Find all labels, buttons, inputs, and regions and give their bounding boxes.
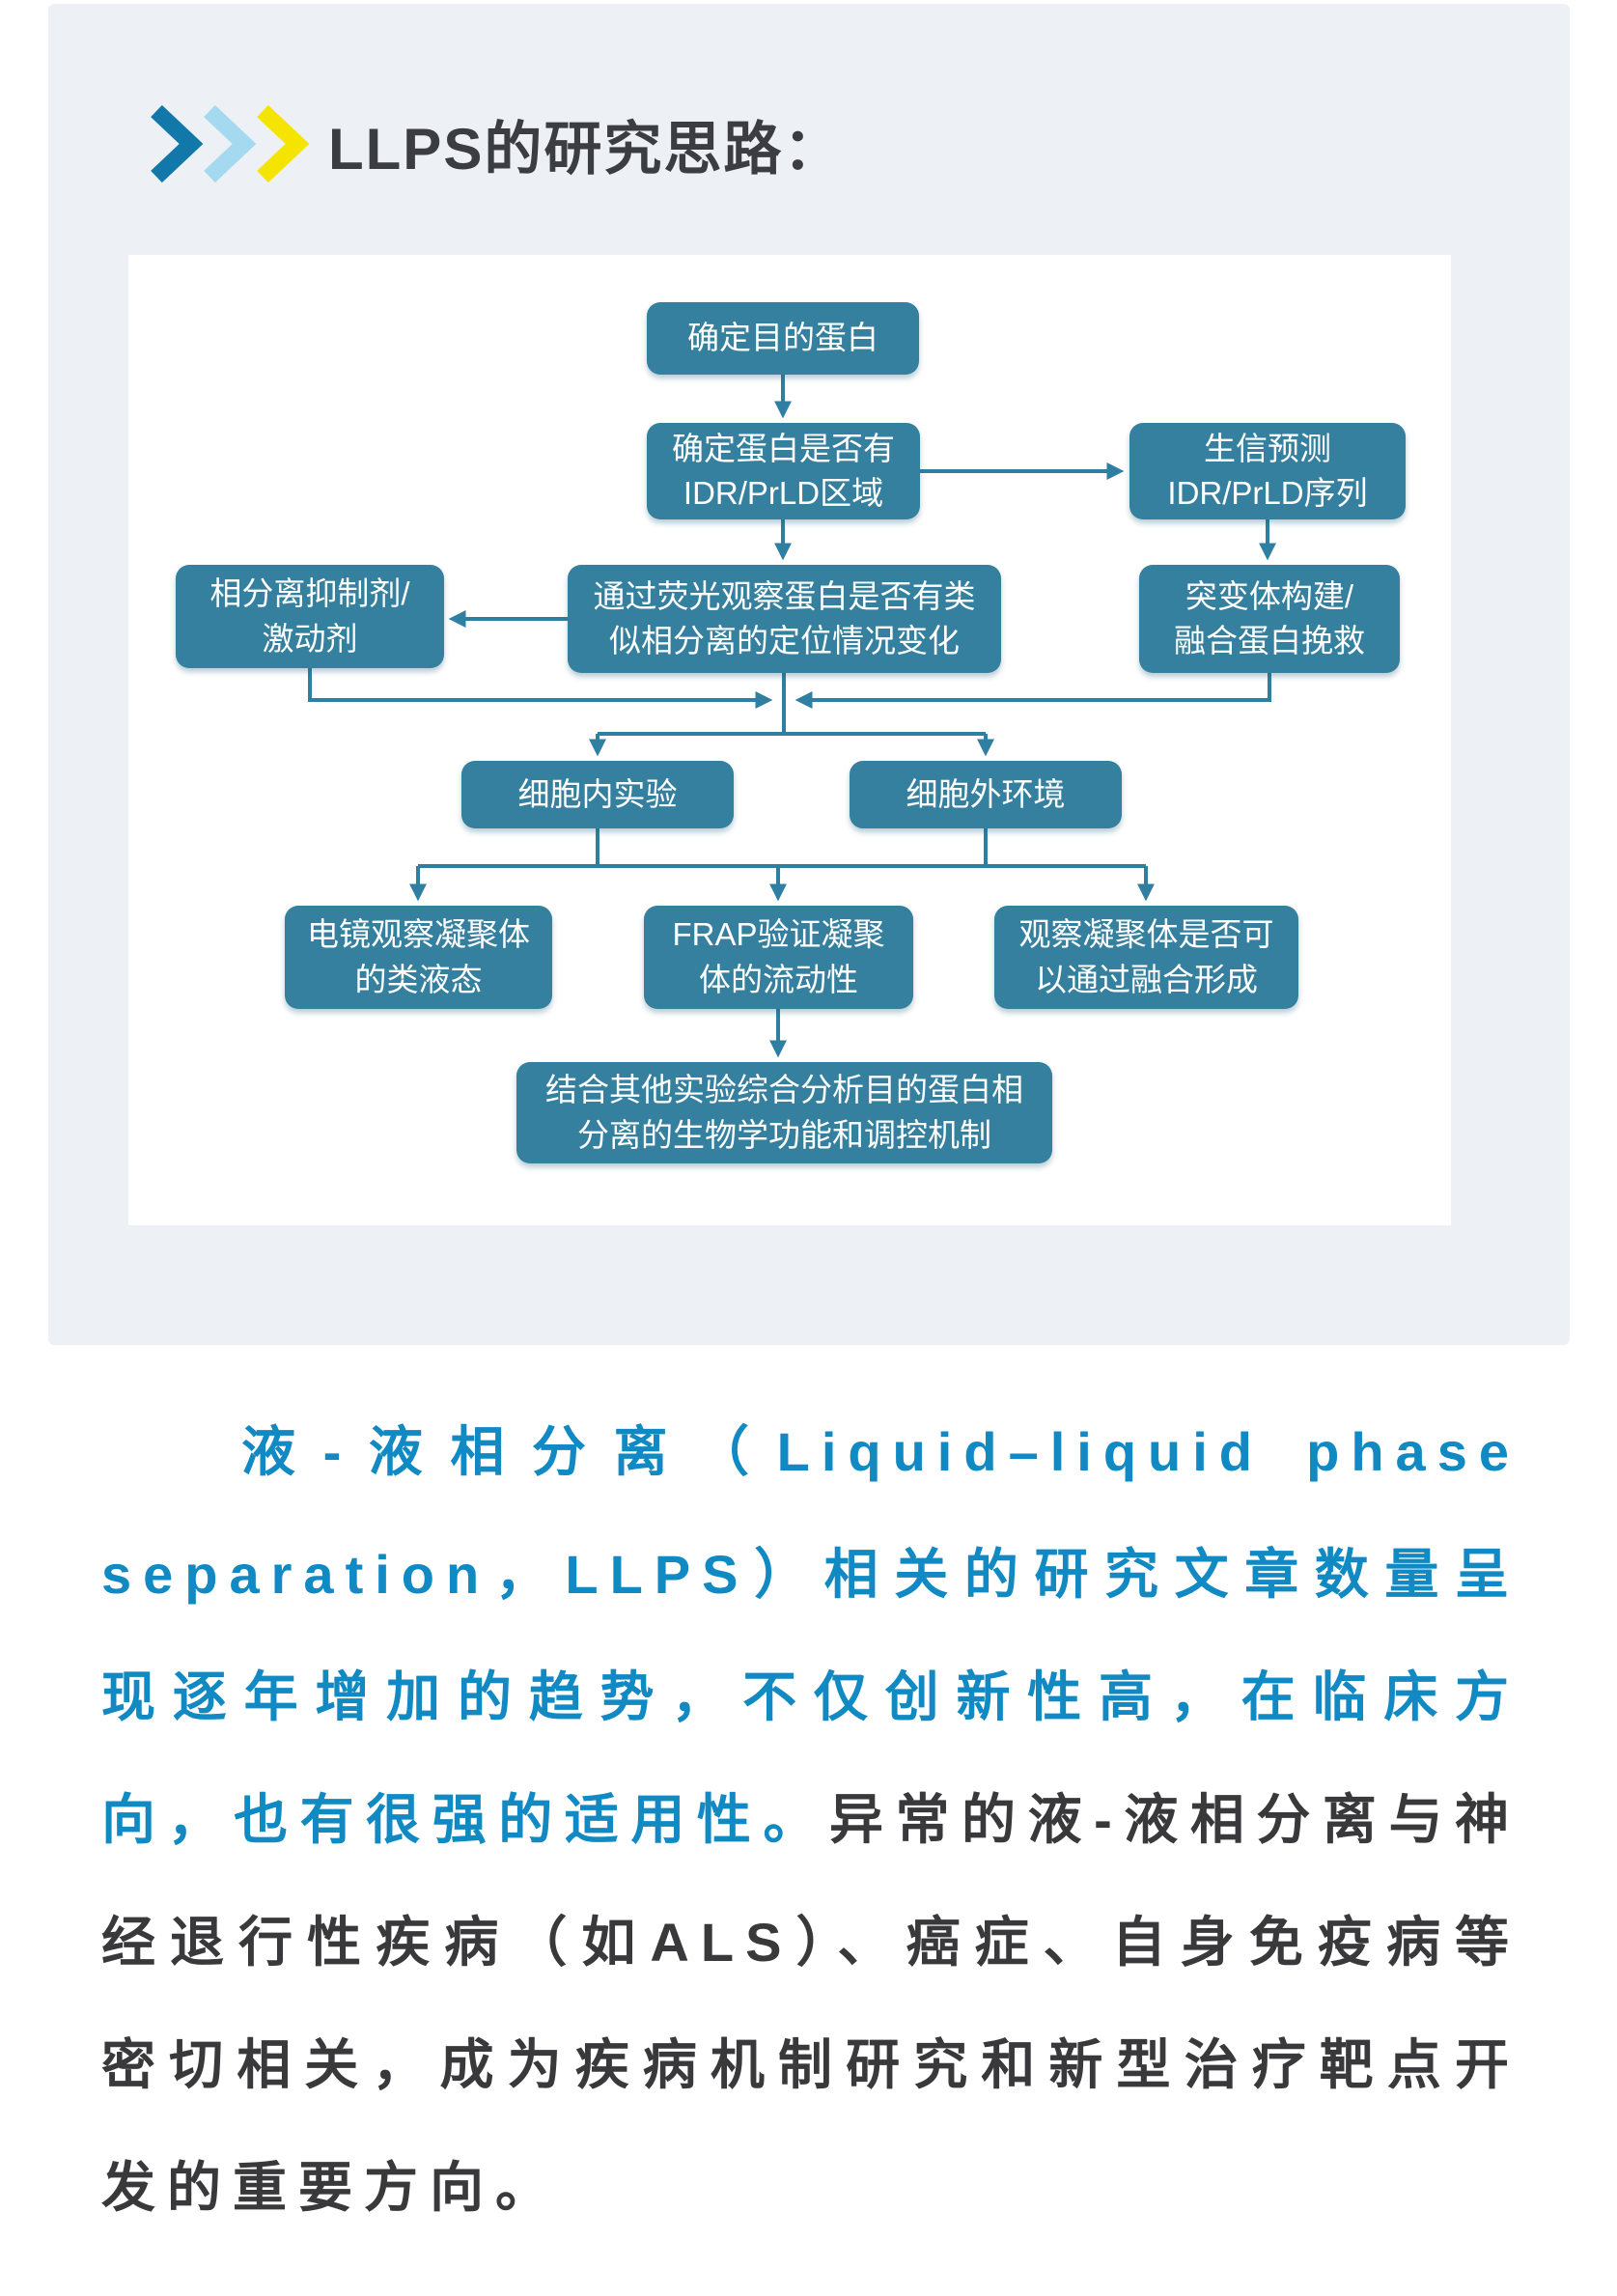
body-paragraph: 液-液相分离（Liquid–liquid phase separation，LL… — [101, 1390, 1520, 2249]
paragraph-highlight-text: 液-液相分离（Liquid–liquid phase separation，LL… — [101, 1421, 1520, 1850]
flow-box-integrated-analysis: 结合其他实验综合分析目的蛋白相 分离的生物学功能和调控机制 — [516, 1062, 1052, 1163]
content-card: LLPS的研究思路： — [48, 4, 1570, 1345]
flow-box-frap-fluidity: FRAP验证凝聚 体的流动性 — [644, 906, 913, 1009]
paragraph-body-text: 异常的液-液相分离与神经退行性疾病（如ALS）、癌症、自身免疫病等密切相关，成为… — [101, 1789, 1521, 2218]
section-header: LLPS的研究思路： — [147, 98, 843, 189]
flowchart-connectors — [308, 375, 1276, 1058]
flow-box-inhibitor-agonist: 相分离抑制剂/ 激动剂 — [176, 565, 444, 668]
flow-box-fluorescence-observe: 通过荧光观察蛋白是否有类 似相分离的定位情况变化 — [568, 565, 1001, 673]
flow-box-mutant-rescue: 突变体构建/ 融合蛋白挽救 — [1139, 565, 1400, 673]
flow-box-em-liquid-like: 电镜观察凝聚体 的类液态 — [285, 906, 552, 1009]
flow-box-fusion-observe: 观察凝聚体是否可 以通过融合形成 — [994, 906, 1298, 1009]
flow-box-check-idr: 确定蛋白是否有 IDR/PrLD区域 — [647, 423, 920, 519]
flow-box-bioinfo-predict: 生信预测 IDR/PrLD序列 — [1129, 423, 1406, 519]
section-title: LLPS的研究思路： — [328, 116, 844, 182]
flow-box-in-cell-experiment: 细胞内实验 — [461, 761, 734, 828]
triple-chevron-icon — [151, 104, 309, 183]
flowchart-panel: 确定目的蛋白 确定蛋白是否有 IDR/PrLD区域 生信预测 IDR/PrLD序… — [128, 255, 1451, 1225]
flow-box-target-protein: 确定目的蛋白 — [647, 302, 919, 375]
flow-box-extracellular-env: 细胞外环境 — [850, 761, 1122, 828]
